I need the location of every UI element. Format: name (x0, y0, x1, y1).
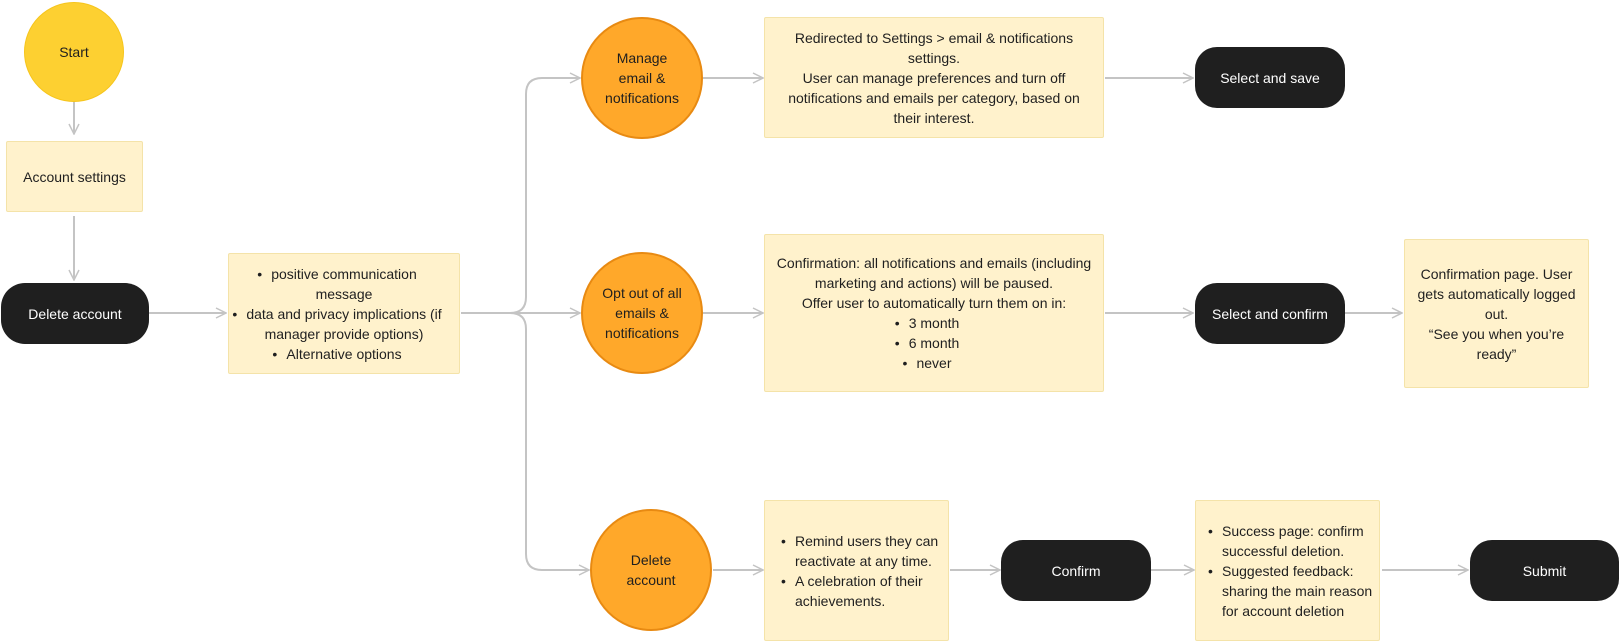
info-item: Alternative options (244, 344, 444, 364)
success-item: Success page: confirm successful deletio… (1208, 521, 1379, 561)
select-and-save-button[interactable]: Select and save (1195, 47, 1345, 108)
success-box: Success page: confirm successful deletio… (1195, 500, 1380, 641)
select-and-confirm-label: Select and confirm (1212, 305, 1328, 322)
edge-info-box-to-delete-option (509, 312, 589, 570)
confirmation-line-1: Confirmation: all notifications and emai… (776, 255, 1092, 291)
confirmation-line-2: Offer user to automatically turn them on… (801, 295, 1067, 311)
confirmation-page-box: Confirmation page. User gets automatical… (1404, 239, 1589, 388)
edge-info-box-to-manage-email (461, 78, 580, 314)
start-label: Start (59, 44, 89, 60)
opt-out-node: Opt out of all emails & notifications (581, 252, 703, 374)
redirect-line-1: Redirected to Settings > email & notific… (794, 29, 1074, 66)
opt-out-label: Opt out of all emails & notifications (602, 285, 682, 341)
confirmation-option: 3 month (895, 313, 959, 333)
success-list: Success page: confirm successful deletio… (1196, 521, 1379, 621)
submit-button[interactable]: Submit (1470, 540, 1619, 601)
delete-account-label: Delete account (28, 305, 122, 322)
delete-account-node: Delete account (1, 283, 149, 344)
redirect-box: Redirected to Settings > email & notific… (764, 17, 1104, 138)
manage-email-label: Manage email & notifications (605, 50, 679, 106)
confirmation-box: Confirmation: all notifications and emai… (764, 234, 1104, 392)
confirmation-page-line-2: “See you when you’re ready” (1428, 325, 1565, 362)
info-item: positive communication message (244, 264, 444, 304)
manage-email-node: Manage email & notifications (581, 17, 703, 139)
remind-item: Remind users they can reactivate at any … (781, 531, 948, 571)
info-item: data and privacy implications (if manage… (232, 304, 444, 344)
delete-option-node: Delete account (590, 509, 712, 631)
remind-list: Remind users they can reactivate at any … (765, 531, 948, 611)
redirect-line-2: User can manage preferences and turn off… (788, 69, 1080, 126)
submit-label: Submit (1522, 562, 1567, 579)
delete-option-label: Delete account (626, 552, 676, 588)
select-and-confirm-button[interactable]: Select and confirm (1195, 283, 1345, 344)
account-settings-label: Account settings (23, 168, 126, 185)
info-box: positive communication message data and … (228, 253, 460, 374)
remind-item: A celebration of their achievements. (781, 571, 948, 611)
start-node: Start (24, 2, 124, 102)
info-list: positive communication message data and … (232, 264, 444, 364)
account-settings-node: Account settings (6, 141, 143, 212)
confirmation-page-line-1: Confirmation page. User gets automatical… (1417, 265, 1576, 322)
remind-box: Remind users they can reactivate at any … (764, 500, 949, 641)
confirm-label: Confirm (1051, 562, 1101, 579)
select-and-save-label: Select and save (1220, 69, 1320, 86)
success-item: Suggested feedback: sharing the main rea… (1208, 561, 1379, 621)
confirmation-options-list: 3 month 6 month never (895, 313, 960, 373)
confirm-button[interactable]: Confirm (1001, 540, 1151, 601)
confirmation-option: never (903, 353, 960, 373)
confirmation-option: 6 month (895, 333, 959, 353)
